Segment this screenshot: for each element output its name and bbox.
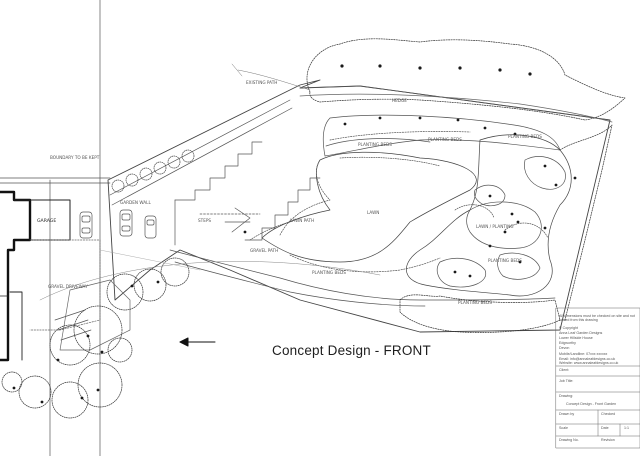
title-block-drawing-label: Drawing: xyxy=(559,394,574,398)
car-icon-3 xyxy=(144,215,157,239)
title-block-phone: Mobile/Landline: 07xxx xxxxxx xyxy=(559,352,608,356)
label-hedge: HEDGE xyxy=(392,98,407,103)
label-planting-1: PLANTING BEDS xyxy=(358,142,392,147)
title-block-address-2: Edgworthy xyxy=(559,341,576,345)
label-planting-2: PLANTING BEDS xyxy=(428,137,462,142)
gravel-path xyxy=(169,249,556,301)
label-planting-6: PLANTING BEDS xyxy=(458,300,492,305)
central-lawn xyxy=(261,151,477,263)
steps-block xyxy=(174,141,263,201)
house-outline xyxy=(0,190,32,362)
car-icon-2 xyxy=(119,209,133,237)
title-block-client-label: Client: xyxy=(559,368,570,372)
label-lawn-path: LAWN PATH xyxy=(290,218,315,223)
title-block-email: Email: info@annaleafdesigns.co.uk xyxy=(559,357,616,361)
title-block-scale-label: Scale xyxy=(559,426,568,430)
label-planting-5: PLANTING BEDS xyxy=(312,270,346,275)
title-block-job-title-label: Job Title: xyxy=(559,379,574,383)
label-top-note: EXISTING PATH xyxy=(246,80,278,85)
arrow-left-icon xyxy=(179,337,216,347)
title-block-drawn-by-label: Drawn by xyxy=(559,412,575,416)
title-block-address-3: Devon xyxy=(559,346,570,350)
label-planting-4: PLANTING BEDS xyxy=(488,258,522,263)
car-icon xyxy=(79,211,93,239)
title-block-note: All dimensions must be checked on site a… xyxy=(559,314,635,323)
title-block-website: Website: www.annaleafdesigns.co.uk xyxy=(559,361,619,365)
label-driveway: GRAVEL DRIVEWAY xyxy=(48,284,88,289)
bottom-hedge xyxy=(399,294,561,333)
label-gravel-path: GRAVEL PATH xyxy=(250,248,279,253)
label-left-note: BOUNDARY TO BE KEPT xyxy=(50,155,100,160)
tree-canopy-icon xyxy=(1,257,190,419)
planting-bed-mid xyxy=(279,159,331,236)
planting-dots xyxy=(12,64,577,404)
label-lawn-planting: LAWN / PLANTING xyxy=(476,224,514,229)
title-block-copyright: © Copyright xyxy=(559,326,579,330)
planting-bed-top xyxy=(322,114,561,157)
title-block-sheet-value: 1:1 xyxy=(624,426,629,430)
title-block-frame xyxy=(555,307,640,449)
driveway xyxy=(29,239,101,331)
planting-bed-right xyxy=(406,134,572,297)
title-block-date-label: Date xyxy=(601,426,609,430)
drawing-title: Concept Design - FRONT xyxy=(272,343,431,358)
title-block-revision-label: Revision xyxy=(601,438,615,442)
shrub-row xyxy=(111,149,195,193)
title-block-drawing-name: Concept Design - Front Garden xyxy=(566,402,617,406)
right-hedge xyxy=(559,124,613,321)
top-hedge xyxy=(306,38,626,121)
label-steps: STEPS xyxy=(198,218,212,223)
label-planting-3: PLANTING BEDS xyxy=(508,134,542,139)
site-boundary xyxy=(107,79,611,333)
terrace-wall xyxy=(109,99,291,196)
label-lawn: LAWN xyxy=(367,210,380,215)
title-block-sheet-label: Drawing No. xyxy=(559,438,579,442)
entrance-path xyxy=(59,279,131,351)
title-block-address-1: Lower Hillside House xyxy=(559,336,593,340)
label-front-garden-wall: GARDEN WALL xyxy=(120,200,151,205)
label-garage: GARAGE xyxy=(37,219,57,224)
title-block-checked-label: Checked xyxy=(601,412,616,416)
title-block-company: Anna Leaf Garden Designs xyxy=(559,331,603,335)
